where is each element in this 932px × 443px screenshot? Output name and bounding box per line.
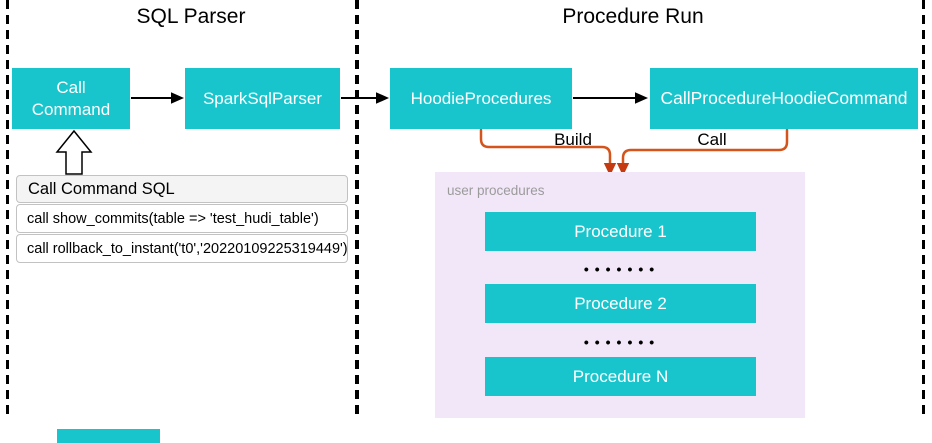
user-procedures-label: user procedures bbox=[447, 183, 545, 198]
edge-label-call: Call bbox=[697, 130, 727, 149]
arrowhead-icon bbox=[376, 92, 389, 104]
node-call-command-line2: Command bbox=[31, 99, 111, 119]
dashed-border-right bbox=[922, 0, 925, 414]
call-command-sql-box: Call Command SQL call show_commits(table… bbox=[16, 175, 348, 264]
dashed-border-middle bbox=[355, 0, 359, 414]
node-call-command-line1: Call bbox=[56, 78, 86, 98]
node-sparksqlparser: SparkSqlParser bbox=[185, 68, 340, 129]
section-title-procedure-run: Procedure Run bbox=[562, 5, 704, 28]
hollow-up-block-arrow-icon bbox=[55, 129, 93, 175]
sql-example-row: call show_commits(table => 'test_hudi_ta… bbox=[16, 204, 348, 233]
edge-label-build: Build bbox=[554, 130, 592, 149]
arrowhead-icon bbox=[171, 92, 184, 104]
cutoff-teal-box bbox=[57, 429, 160, 443]
user-procedures-container: user procedures Procedure 1 ••••••• Proc… bbox=[435, 172, 805, 418]
arrowhead-icon bbox=[635, 92, 648, 104]
arrow-callcommand-to-sparksqlparser bbox=[131, 92, 184, 104]
node-callprocedurehoodiecommand: CallProcedureHoodieCommand bbox=[650, 68, 918, 129]
node-procedure-1: Procedure 1 bbox=[485, 212, 756, 251]
sql-box-header: Call Command SQL bbox=[16, 175, 348, 203]
node-procedure-n: Procedure N bbox=[485, 357, 756, 396]
arrow-sparksqlparser-to-hoodieprocedures bbox=[341, 92, 389, 104]
sql-example-row: call rollback_to_instant('t0','202201092… bbox=[16, 234, 348, 263]
arrow-hoodieprocedures-to-callprocedurehoodiecommand bbox=[573, 92, 648, 104]
ellipsis-dots: ••••••• bbox=[583, 261, 661, 277]
dashed-border-left bbox=[6, 0, 9, 414]
node-call-command: Call Command bbox=[12, 68, 130, 129]
ellipsis-dots: ••••••• bbox=[583, 334, 661, 350]
node-procedure-2: Procedure 2 bbox=[485, 284, 756, 323]
node-hoodieprocedures: HoodieProcedures bbox=[390, 68, 572, 129]
section-title-sql-parser: SQL Parser bbox=[136, 5, 246, 28]
